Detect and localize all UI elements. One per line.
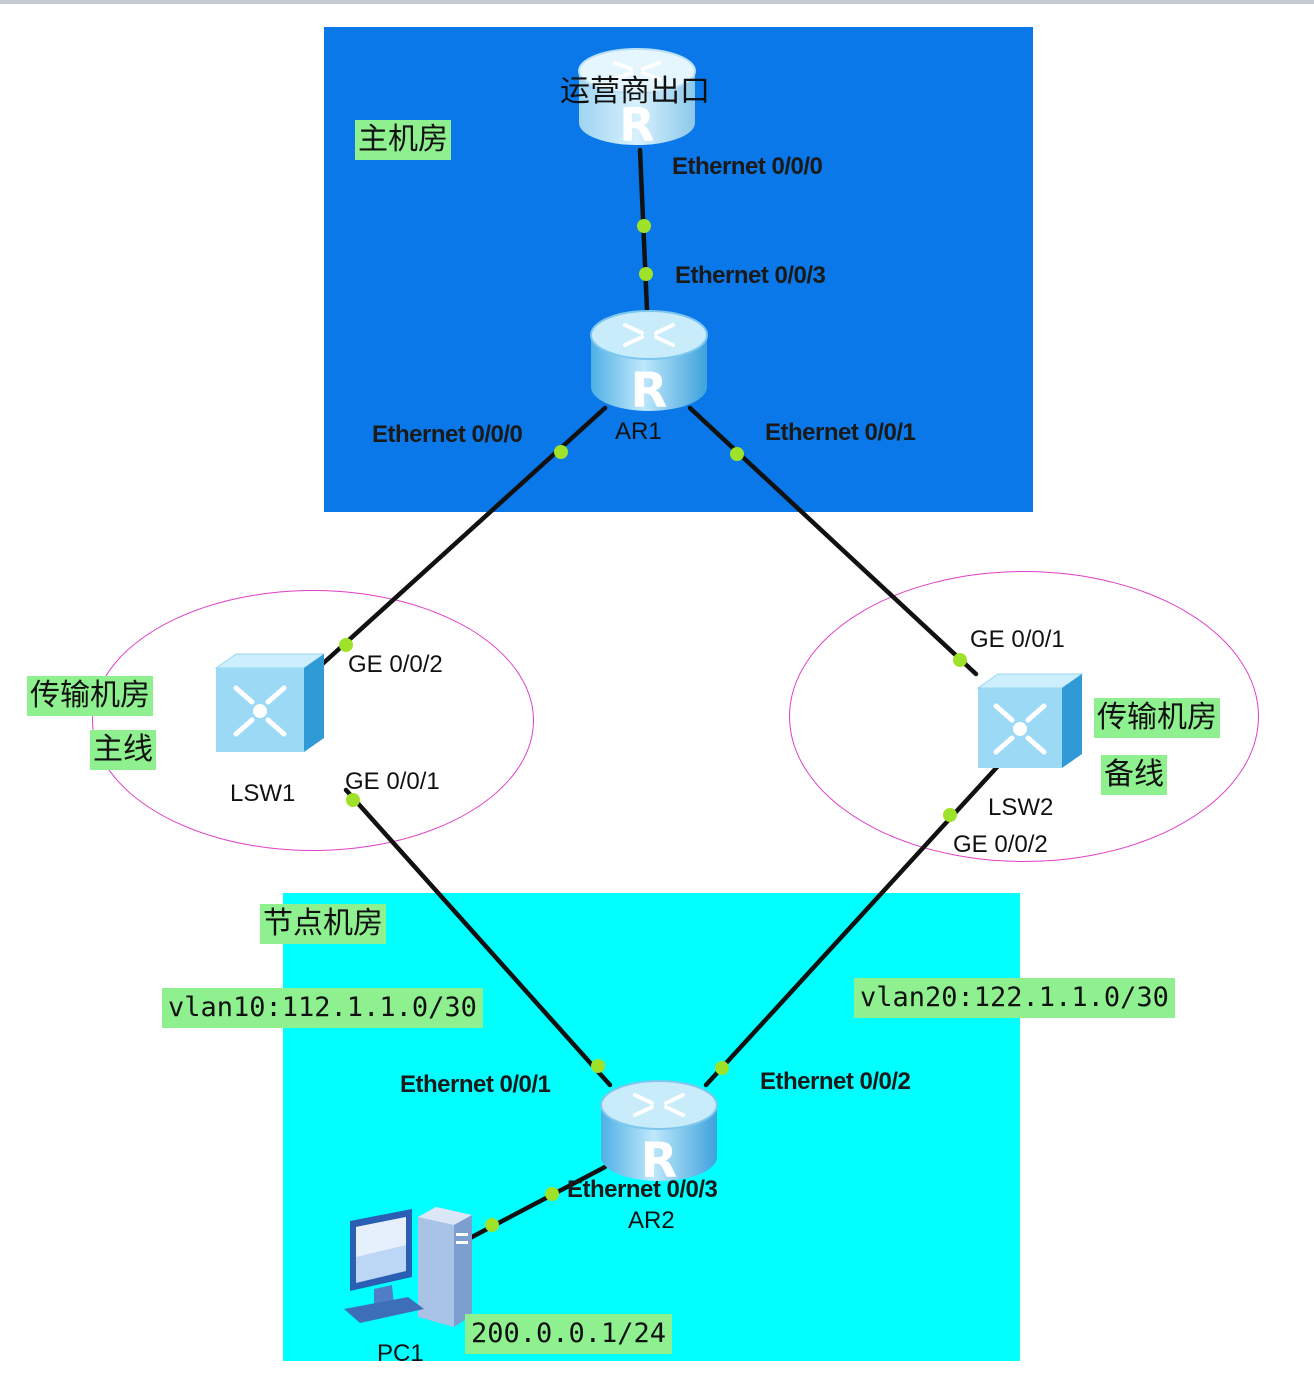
transmission-backup-ellipse xyxy=(789,571,1259,862)
pc1-computer-icon[interactable] xyxy=(340,1205,474,1333)
lsw1-label: LSW1 xyxy=(230,780,296,807)
port-dot xyxy=(554,445,568,459)
transmission-main-line-label: 主线 xyxy=(90,730,156,770)
svg-text:R: R xyxy=(631,363,668,417)
lsw2-ge002-label: GE 0/0/2 xyxy=(953,831,1048,858)
port-dot xyxy=(730,447,744,461)
ar2-port-e003-label: Ethernet 0/0/3 xyxy=(567,1176,718,1203)
lsw1-ge002-label: GE 0/0/2 xyxy=(348,651,443,678)
transmission-main-label: 传输机房 xyxy=(27,676,153,716)
node-room-label: 节点机房 xyxy=(260,904,386,944)
lsw2-label: LSW2 xyxy=(988,794,1054,821)
port-dot xyxy=(485,1218,499,1232)
pc-ip-label: 200.0.0.1/24 xyxy=(465,1314,673,1354)
port-dot xyxy=(715,1061,729,1075)
vlan10-label: vlan10:112.1.1.0/30 xyxy=(162,988,483,1028)
vlan20-label: vlan20:122.1.1.0/30 xyxy=(854,978,1175,1018)
isp-router-label: 运营商出口 xyxy=(560,74,710,109)
svg-text:R: R xyxy=(641,1133,678,1187)
lsw1-ge001-label: GE 0/0/1 xyxy=(345,768,440,795)
link-ar1-lsw2 xyxy=(687,405,979,677)
ar2-router-icon[interactable]: R xyxy=(597,1075,721,1187)
port-dot xyxy=(591,1059,605,1073)
isp-port-label: Ethernet 0/0/0 xyxy=(672,153,823,180)
ar1-label: AR1 xyxy=(615,418,662,445)
port-dot xyxy=(943,808,957,822)
port-dot xyxy=(637,219,651,233)
port-dot xyxy=(339,638,353,652)
isp-router-icon[interactable]: R xyxy=(575,43,699,151)
svg-text:R: R xyxy=(619,98,654,151)
ar1-router-icon[interactable]: R xyxy=(587,305,711,417)
transmission-backup-line-label: 备线 xyxy=(1101,755,1167,795)
lsw2-switch-icon[interactable] xyxy=(974,672,1086,772)
port-dot xyxy=(346,793,360,807)
ar2-port-e001-label: Ethernet 0/0/1 xyxy=(400,1071,551,1098)
port-dot xyxy=(639,267,653,281)
main-room-label: 主机房 xyxy=(355,120,451,160)
ar2-port-e002-label: Ethernet 0/0/2 xyxy=(760,1068,911,1095)
lsw2-ge001-label: GE 0/0/1 xyxy=(970,626,1065,653)
link-lsw1-ar2 xyxy=(343,787,613,1088)
window-top-border xyxy=(0,0,1314,4)
ar1-port-e001-label: Ethernet 0/0/1 xyxy=(765,419,916,446)
port-dot xyxy=(953,653,967,667)
transmission-main-ellipse xyxy=(92,590,534,851)
ar1-port-e000-label: Ethernet 0/0/0 xyxy=(372,421,523,448)
pc1-label: PC1 xyxy=(377,1340,424,1367)
transmission-backup-label: 传输机房 xyxy=(1094,698,1220,738)
port-dot xyxy=(545,1187,559,1201)
ar2-label: AR2 xyxy=(628,1207,675,1234)
lsw1-switch-icon[interactable] xyxy=(212,652,328,756)
ar1-uplink-port-label: Ethernet 0/0/3 xyxy=(675,262,826,289)
